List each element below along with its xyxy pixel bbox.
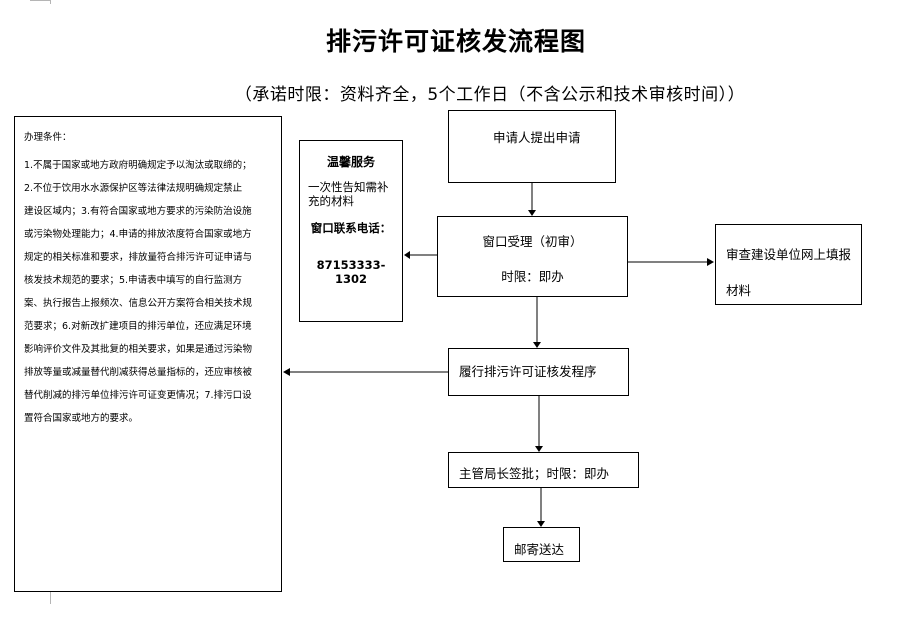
conditions-box: 办理条件： 1.不属于国家或地方政府明确规定予以淘汰或取缔的； 2.不位于饮用水…: [14, 116, 282, 592]
condition-line: 1.不属于国家或地方政府明确规定予以淘汰或取缔的；: [24, 160, 252, 171]
service-box: 温馨服务 一次性告知需补充的材料 窗口联系电话： 87153333-1302: [299, 140, 403, 322]
arrowhead-down: [528, 210, 536, 216]
step-review-label: 审查建设单位网上填报材料: [726, 247, 852, 298]
step-mail: 邮寄送达: [503, 527, 580, 562]
service-phone-label: 窗口联系电话：: [310, 221, 392, 235]
condition-line: 替代削减的排污单位排污许可证变更情况；7.排污口设: [24, 390, 252, 401]
arrowhead-left: [404, 251, 410, 259]
page-corner-mark: [50, 0, 51, 4]
condition-line: 排放等量或减量替代削减获得总量指标的，还应审核被: [24, 367, 253, 378]
conditions-heading: 办理条件：: [24, 132, 72, 143]
step-accept-time-limit: 时限：即办: [501, 269, 564, 284]
step-apply-label: 申请人提出申请: [493, 130, 581, 145]
step-perform: 履行排污许可证核发程序: [448, 348, 629, 396]
arrowhead-left: [283, 368, 290, 376]
page-corner-mark: [50, 592, 51, 604]
condition-line: 范要求；6.对新改扩建项目的排污单位，还应满足环境: [24, 321, 252, 332]
step-accept: 窗口受理（初审） 时限：即办: [437, 216, 628, 297]
arrowhead-down: [533, 342, 541, 348]
page-subtitle: （承诺时限：资料齐全，5个工作日（不含公示和技术审核时间））: [234, 85, 746, 105]
service-title: 温馨服务: [326, 155, 375, 169]
step-review: 审查建设单位网上填报材料: [715, 224, 862, 305]
step-sign: 主管局长签批；时限：即办: [448, 452, 639, 488]
arrowhead-down: [535, 446, 543, 452]
condition-line: 规定的相关标准和要求，排放量符合排污许可证申请与: [24, 252, 253, 263]
arrowhead-right: [707, 258, 714, 266]
arrowhead-down: [537, 521, 545, 527]
service-description: 一次性告知需补充的材料: [308, 180, 389, 208]
condition-line: 案、执行报告上报频次、信息公开方案符合相关技术规: [24, 298, 253, 309]
step-perform-label: 履行排污许可证核发程序: [459, 364, 597, 379]
condition-line: 核发技术规范的要求；5.申请表中填写的自行监测方: [24, 275, 243, 286]
page-title: 排污许可证核发流程图: [325, 27, 586, 56]
condition-line: 建设区域内；3.有符合国家或地方要求的污染防治设施: [24, 206, 252, 217]
condition-line: 2.不位于饮用水水源保护区等法律法规明确规定禁止: [24, 183, 243, 194]
condition-line: 或污染物处理能力；4.申请的排放浓度符合国家或地方: [24, 229, 252, 240]
page-corner-mark: [30, 0, 50, 1]
condition-line: 影响评价文件及其批复的相关要求，如果是通过污染物: [24, 344, 253, 355]
step-mail-label: 邮寄送达: [514, 542, 565, 557]
condition-line: 置符合国家或地方的要求。: [24, 413, 139, 424]
service-phone-number: 87153333-1302: [316, 258, 386, 286]
step-apply: 申请人提出申请: [448, 110, 616, 183]
step-accept-label: 窗口受理（初审）: [482, 234, 583, 249]
step-sign-label: 主管局长签批；时限：即办: [459, 466, 610, 481]
